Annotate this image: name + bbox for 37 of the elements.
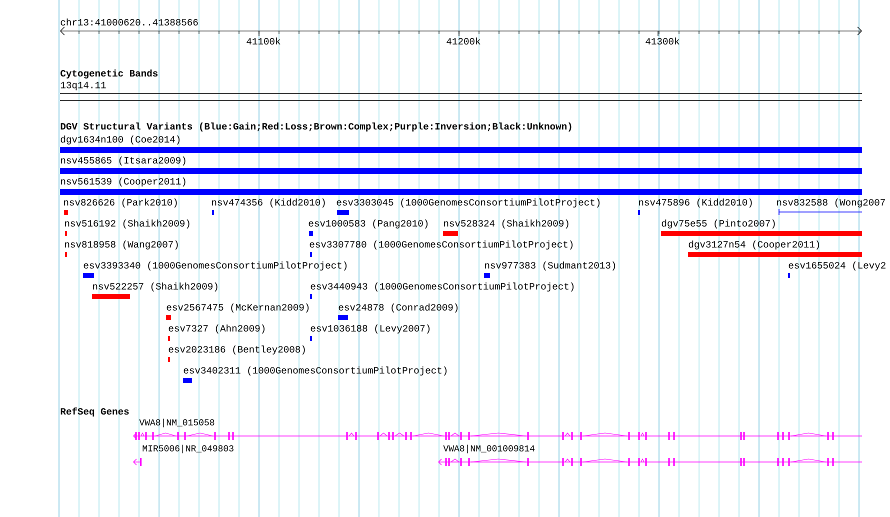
variant-label: esv24878 (Conrad2009) — [338, 304, 458, 312]
variant-label: esv1000583 (Pang2010) — [308, 220, 428, 228]
track-title: RefSeq Genes — [60, 407, 129, 417]
variant-label: esv1036188 (Levy2007) — [310, 324, 430, 334]
track-label: chr13:41000620..41388566 — [60, 18, 198, 26]
variant-label: esv2023186 (Bentley2008) — [168, 346, 305, 354]
gene-label: VWA8|NM_001009814 — [443, 444, 535, 454]
tick-label: 41200k — [446, 37, 480, 45]
track-title: DGV Structural Variants (Blue:Gain;Red:Loss;Brown:Complex;Purple:Inversion;Black:Unknown) — [60, 122, 572, 132]
variant-label: dgv3127n54 (Cooper2011) — [688, 240, 820, 250]
tick-label: 41300k — [646, 37, 680, 45]
variant-label: esv7327 (Ahn2009) — [168, 324, 264, 334]
variant-label: esv3307780 (1000GenomesConsortiumPilotProject) — [310, 240, 573, 250]
variant-label: nsv832588 (Wong2007 — [777, 198, 885, 208]
variant-label: esv1655024 (Levy2 — [788, 262, 886, 270]
variant-label: nsv528324 (Shaikh2009) — [444, 220, 568, 228]
variant-label: nsv977383 (Sudmant2013) — [485, 262, 616, 270]
variant-label: esv3440943 (1000GenomesConsortiumPilotProject) — [310, 282, 574, 292]
track-label: 13q14.11 — [60, 82, 106, 90]
variant-label: esv3393340 (1000GenomesConsortiumPilotProject) — [84, 262, 347, 270]
variant-label: esv3303045 (1000GenomesConsortiumPilotProject) — [336, 198, 600, 208]
variant-label: nsv818958 (Wang2007) — [65, 240, 178, 250]
variant-label: nsv826626 (Park2010) — [64, 198, 177, 208]
variant-label: nsv516192 (Shaikh2009) — [65, 220, 190, 228]
variant-label: nsv561539 (Cooper2011) — [61, 178, 186, 186]
gene-label: VWA8|NM_015058 — [139, 418, 214, 428]
variant-label: esv3402311 (1000GenomesConsortiumPilotProject) — [184, 366, 447, 376]
variant-label: dgv1634n100 (Coe2014) — [60, 136, 180, 144]
variant-label: nsv522257 (Shaikh2009) — [93, 282, 218, 292]
tick-label: 41100k — [246, 37, 280, 45]
track-title: Cytogenetic Bands — [60, 70, 158, 78]
variant-label: esv2567475 (McKernan2009) — [166, 304, 309, 312]
variant-label: nsv475896 (Kidd2010) — [639, 198, 752, 208]
variant-label: nsv455865 (Itsara2009) — [61, 156, 186, 166]
variant-label: nsv474356 (Kidd2010) — [212, 198, 325, 208]
variant-label: dgv75e55 (Pinto2007) — [662, 220, 775, 228]
gene-label: MIR5006|NR_049803 — [142, 444, 234, 454]
